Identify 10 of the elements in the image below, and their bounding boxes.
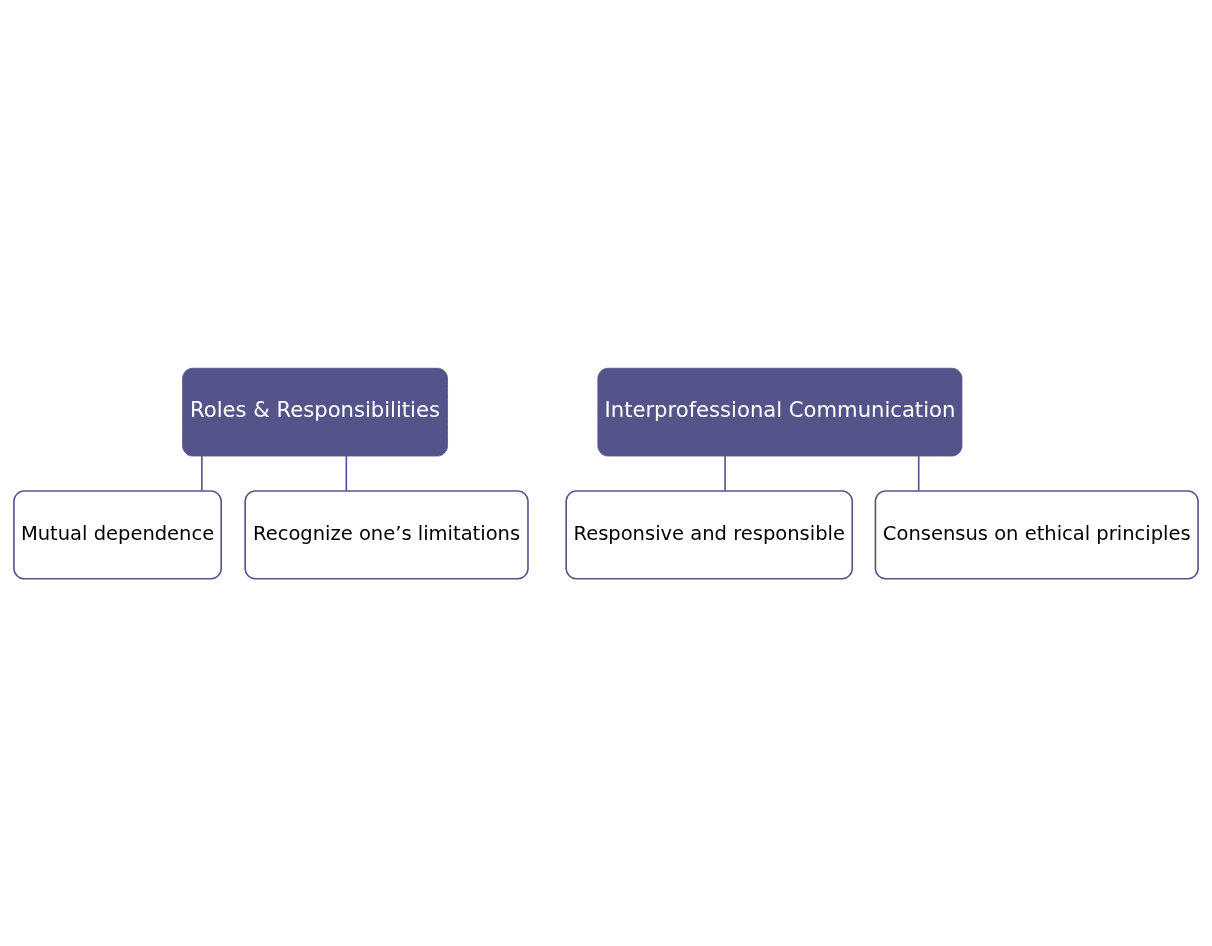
connector	[917, 454, 920, 492]
connector	[201, 454, 203, 492]
node-box: Interprofessional Communication	[597, 367, 963, 456]
node-box: Mutual dependence	[13, 489, 222, 580]
node-box: Responsive and responsible	[565, 489, 854, 580]
node-box: Recognize one’s limitations	[244, 489, 529, 580]
node-box: Consensus on ethical principles	[874, 489, 1199, 580]
connector	[724, 454, 726, 492]
node-box: Roles & Responsibilities	[182, 367, 448, 456]
connector	[345, 454, 348, 492]
